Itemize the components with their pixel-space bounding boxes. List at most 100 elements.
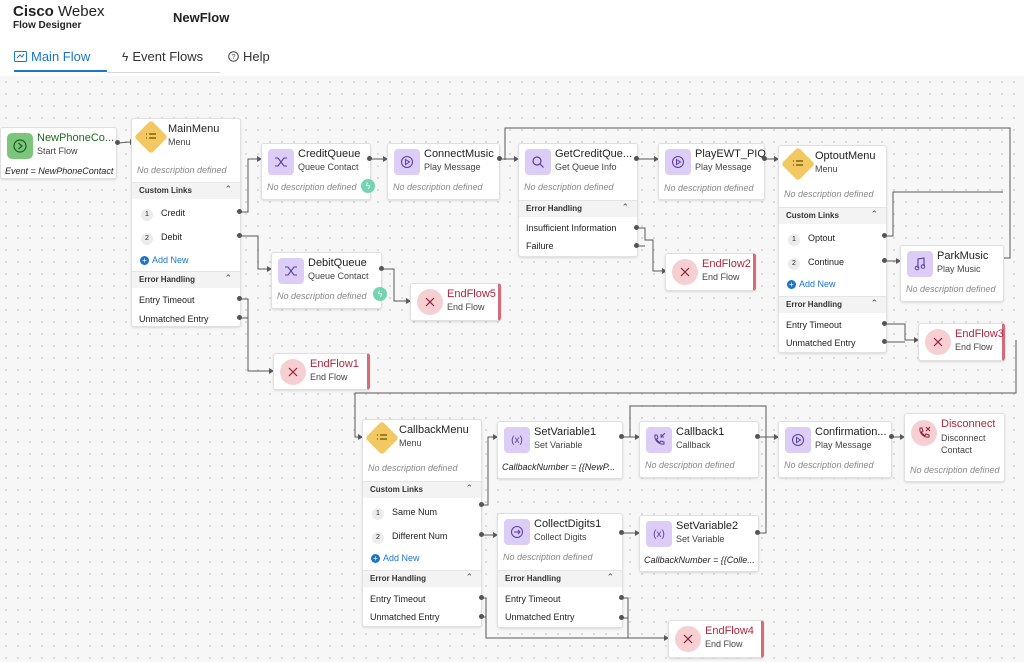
node-description: No description defined <box>277 291 367 301</box>
node-endflow5[interactable]: EndFlow5 End Flow <box>410 283 501 321</box>
add-new-link[interactable]: +Add New <box>787 279 836 289</box>
output-port[interactable] <box>634 243 639 248</box>
error-entry-timeout[interactable]: Entry Timeout <box>139 295 195 305</box>
node-title: EndFlow3 <box>955 328 1004 340</box>
output-port[interactable] <box>479 595 484 600</box>
output-port[interactable] <box>619 434 624 439</box>
output-port[interactable] <box>619 595 624 600</box>
menu-icon <box>785 151 811 177</box>
collapse-icon: ⌃ <box>465 483 473 493</box>
node-creditqueue[interactable]: CreditQueue Queue Contact No description… <box>261 143 375 200</box>
node-title: EndFlow2 <box>702 258 751 270</box>
output-port[interactable] <box>237 296 242 301</box>
node-mainmenu[interactable]: MainMenu Menu No description defined Cus… <box>131 118 241 327</box>
node-endflow1[interactable]: EndFlow1 End Flow <box>273 353 370 390</box>
node-disconnect[interactable]: Disconnect Disconnect Contact No descrip… <box>904 413 1005 482</box>
add-new-link[interactable]: +Add New <box>371 553 420 563</box>
variable-icon: (x) <box>504 427 530 453</box>
error-unmatched-entry[interactable]: Unmatched Entry <box>370 612 440 622</box>
node-description: No description defined <box>784 189 874 199</box>
node-connectmusic[interactable]: ConnectMusic Play Message No description… <box>387 143 500 200</box>
output-port[interactable] <box>755 530 760 535</box>
node-description: No description defined <box>267 182 357 192</box>
custom-links-section[interactable]: Custom Links⌃ <box>363 481 481 498</box>
node-title: EndFlow5 <box>447 288 496 300</box>
node-title: PlayEWT_PIQ <box>695 148 766 160</box>
error-handling-section[interactable]: Error Handling⌃ <box>519 200 637 217</box>
svg-text:?: ? <box>232 54 236 61</box>
music-note-icon <box>907 251 933 277</box>
output-port[interactable] <box>115 140 120 145</box>
output-port[interactable] <box>237 315 242 320</box>
output-port[interactable] <box>882 321 887 326</box>
output-port[interactable] <box>762 156 767 161</box>
error-failure[interactable]: Failure <box>526 241 554 251</box>
error-entry-timeout[interactable]: Entry Timeout <box>786 320 842 330</box>
flow-name[interactable]: NewFlow <box>173 10 230 25</box>
hangup-icon <box>911 420 937 446</box>
custom-links-section[interactable]: Custom Links⌃ <box>132 182 240 199</box>
output-port[interactable] <box>634 225 639 230</box>
node-endflow2[interactable]: EndFlow2 End Flow <box>665 253 756 291</box>
add-new-link[interactable]: +Add New <box>140 255 189 265</box>
node-start[interactable]: NewPhoneCo... Start Flow Event = NewPhon… <box>0 127 117 179</box>
node-collectdigits1[interactable]: CollectDigits1 Collect Digits No descrip… <box>497 513 623 628</box>
node-callbackmenu[interactable]: CallbackMenu Menu No description defined… <box>362 419 482 627</box>
output-port[interactable] <box>619 615 624 620</box>
error-insufficient-info[interactable]: Insufficient Information <box>526 223 617 233</box>
error-unmatched-entry[interactable]: Unmatched Entry <box>786 338 856 348</box>
output-port[interactable] <box>882 258 887 263</box>
output-port[interactable] <box>367 156 372 161</box>
output-port[interactable] <box>237 209 242 214</box>
node-callback1[interactable]: Callback1 Callback No description define… <box>639 421 759 478</box>
output-port[interactable] <box>379 266 384 271</box>
output-port[interactable] <box>497 156 502 161</box>
node-title: SetVariable1 <box>534 426 597 438</box>
node-setvariable2[interactable]: (x) SetVariable2 Set Variable CallbackNu… <box>639 515 759 572</box>
node-debitqueue[interactable]: DebitQueue Queue Contact No description … <box>271 252 387 309</box>
tab-help[interactable]: ? Help <box>228 49 270 64</box>
node-description: No description defined <box>393 182 483 192</box>
error-handling-section[interactable]: Error Handling⌃ <box>132 271 240 288</box>
error-unmatched-entry[interactable]: Unmatched Entry <box>505 612 575 622</box>
node-optoutmenu[interactable]: OptoutMenu Menu No description defined C… <box>778 145 887 353</box>
variable-expression: CallbackNumber = {{NewP... <box>502 462 616 472</box>
output-port[interactable] <box>882 339 887 344</box>
output-port[interactable] <box>237 233 242 238</box>
node-getcreditqueue[interactable]: GetCreditQue... Get Queue Info No descri… <box>518 143 638 257</box>
node-type: Menu <box>815 164 838 174</box>
tab-event-flows[interactable]: ϟ Event Flows <box>122 49 203 64</box>
error-handling-section[interactable]: Error Handling⌃ <box>363 570 481 587</box>
error-entry-timeout[interactable]: Entry Timeout <box>505 594 561 604</box>
node-endflow4[interactable]: EndFlow4 End Flow <box>668 620 764 658</box>
node-playewt[interactable]: PlayEWT_PIQ Play Message No description … <box>658 143 766 200</box>
custom-links-section[interactable]: Custom Links⌃ <box>779 207 886 224</box>
output-port[interactable] <box>479 502 484 507</box>
error-handling-section[interactable]: Error Handling⌃ <box>498 570 622 587</box>
tab-main-flow[interactable]: Main Flow <box>14 49 90 64</box>
error-entry-timeout[interactable]: Entry Timeout <box>370 594 426 604</box>
error-unmatched-entry[interactable]: Unmatched Entry <box>139 314 209 324</box>
node-title: Disconnect <box>941 418 996 430</box>
event-bolt-icon[interactable]: ϟ <box>361 179 375 193</box>
output-port[interactable] <box>479 614 484 619</box>
output-port[interactable] <box>882 233 887 238</box>
node-setvariable1[interactable]: (x) SetVariable1 Set Variable CallbackNu… <box>497 421 623 479</box>
variable-icon: (x) <box>646 521 672 547</box>
node-endflow3[interactable]: EndFlow3 End Flow <box>918 323 1005 361</box>
output-port[interactable] <box>634 156 639 161</box>
node-confirmation[interactable]: Confirmation... Play Message No descript… <box>778 421 892 478</box>
output-port[interactable] <box>755 434 760 439</box>
output-port[interactable] <box>889 434 894 439</box>
error-handling-section[interactable]: Error Handling⌃ <box>779 296 886 313</box>
node-parkmusic[interactable]: ParkMusic Play Music No description defi… <box>900 245 1004 302</box>
output-port[interactable] <box>619 530 624 535</box>
output-port[interactable] <box>479 532 484 537</box>
event-bolt-icon[interactable]: ϟ <box>373 287 387 301</box>
